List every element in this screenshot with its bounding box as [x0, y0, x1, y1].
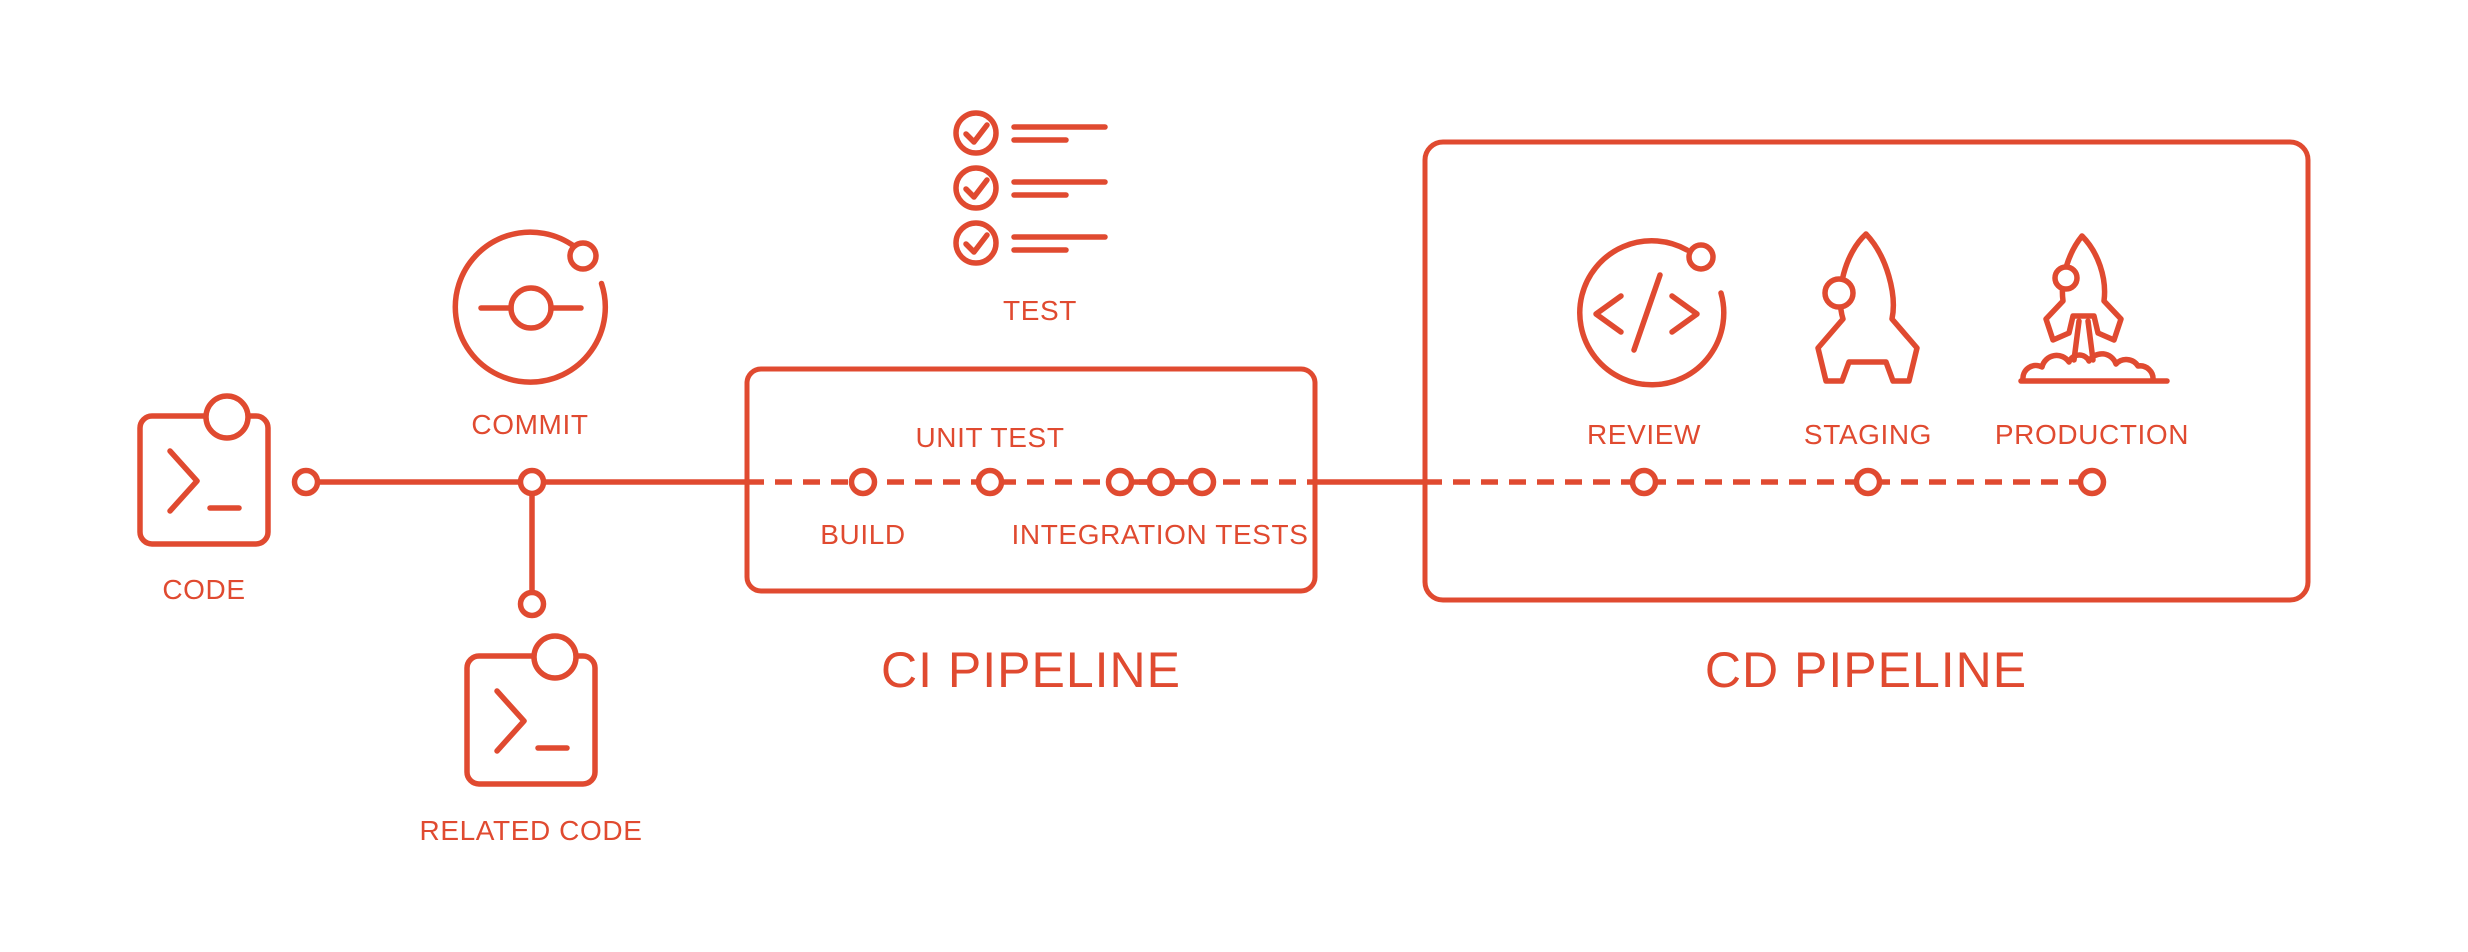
review-label: REVIEW: [1586, 419, 1702, 450]
related-code-label: RELATED CODE: [419, 815, 643, 846]
checklist-row-1: [953, 110, 1108, 156]
related-code-icon: [464, 633, 598, 787]
launch-cloud: [2020, 351, 2156, 383]
staging-rocket-icon: [1815, 231, 1920, 384]
ci-pipeline-box: [744, 366, 1318, 594]
node-build: [848, 467, 878, 497]
node-commit: [517, 467, 547, 497]
cd-pipeline-box: [1422, 139, 2311, 603]
integration-tests-label: INTEGRATION TESTS: [1011, 519, 1309, 550]
node-integration-3: [1187, 467, 1217, 497]
rocket-exhaust: [2085, 318, 2096, 363]
build-label: BUILD: [820, 519, 906, 550]
node-unit-test: [975, 467, 1005, 497]
production-rocket-icon: [2018, 233, 2170, 384]
cd-pipeline-title: CD PIPELINE: [1704, 642, 2028, 698]
review-icon: [1577, 238, 1727, 388]
node-production: [2077, 467, 2107, 497]
pipeline-nodes: [291, 467, 2107, 619]
node-code: [291, 467, 321, 497]
commit-icon: [452, 229, 609, 385]
node-integration-1: [1105, 467, 1135, 497]
test-checklist-icon: [953, 110, 1108, 266]
unit-test-label: UNIT TEST: [915, 422, 1065, 453]
code-icon: [137, 393, 271, 547]
checklist-row-2: [953, 165, 1108, 211]
staging-label: STAGING: [1803, 419, 1933, 450]
commit-label: COMMIT: [471, 409, 589, 440]
ci-pipeline-title: CI PIPELINE: [881, 642, 1181, 698]
node-staging: [1853, 467, 1883, 497]
checklist-row-3: [953, 220, 1108, 266]
production-label: PRODUCTION: [1994, 419, 2190, 450]
node-related-code: [517, 589, 547, 619]
code-label: CODE: [162, 574, 246, 605]
test-label: TEST: [1003, 295, 1077, 326]
node-integration-2: [1146, 467, 1176, 497]
node-review: [1629, 467, 1659, 497]
